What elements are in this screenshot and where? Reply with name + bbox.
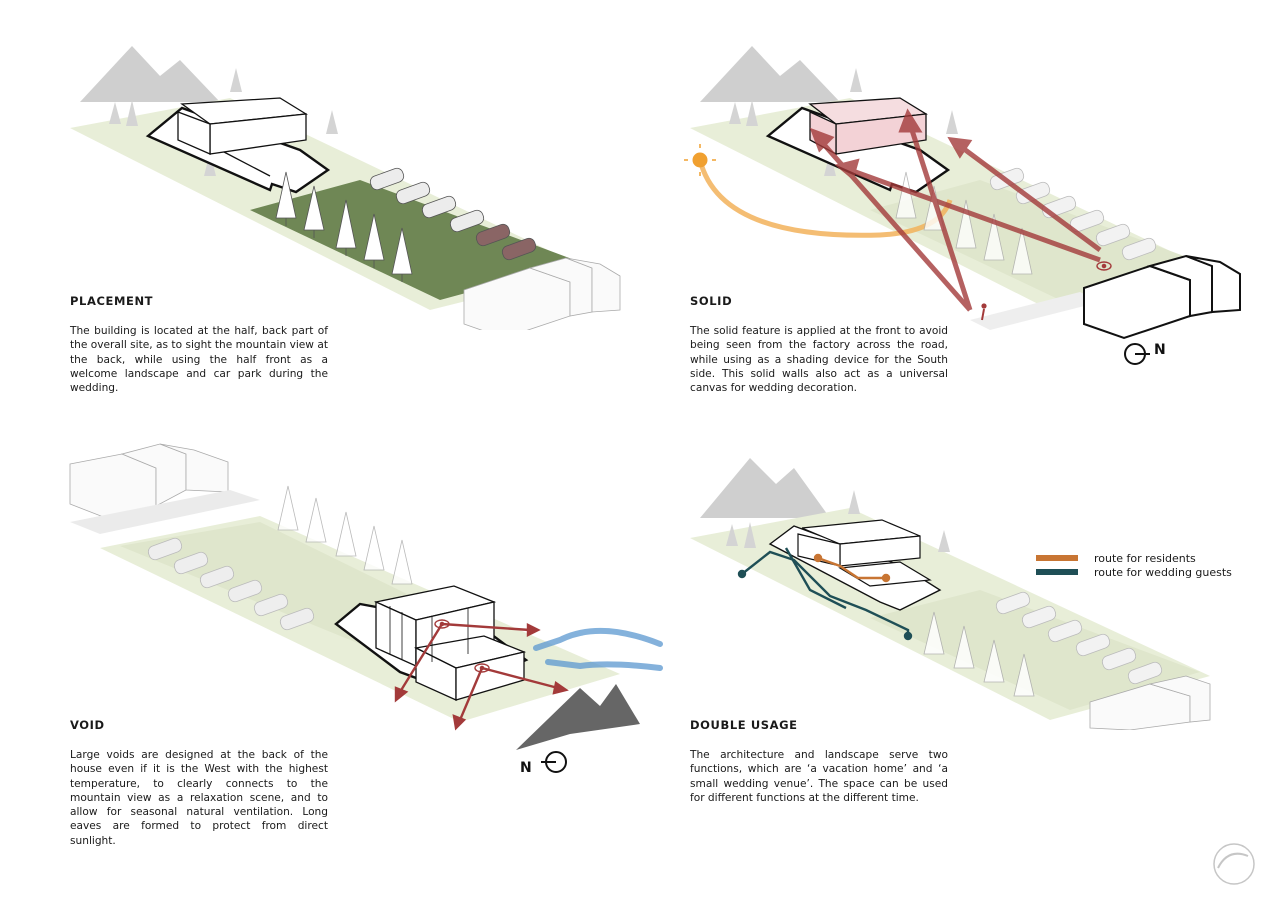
solid-diagram: N	[684, 46, 1241, 365]
void-diagram: N	[69, 443, 663, 776]
double-usage-caption: DOUBLE USAGE The architecture and landsc…	[690, 718, 948, 805]
north-arrow-icon	[1124, 343, 1150, 365]
white-tree-icon	[277, 485, 413, 585]
solid-title: SOLID	[690, 294, 733, 308]
legend-row-residents: route for residents	[1036, 551, 1232, 565]
mountain-shape	[700, 46, 840, 102]
north-label: N	[520, 760, 532, 776]
residents-label: route for residents	[1094, 551, 1196, 565]
lawn-area	[870, 180, 1200, 300]
double-usage-diagram	[690, 458, 1211, 730]
neighbour-buildings	[1089, 675, 1211, 730]
sun-icon	[684, 144, 716, 176]
guest-route	[737, 547, 913, 641]
double-usage-title: DOUBLE USAGE	[690, 718, 798, 732]
solid-body: The solid feature is applied at the fron…	[690, 325, 948, 395]
parked-cars	[147, 537, 315, 631]
road-strip	[970, 292, 1100, 330]
residents-swatch	[1036, 555, 1078, 561]
neighbour-buildings	[463, 257, 621, 330]
wind-arrows	[533, 627, 663, 671]
mountain-shape	[700, 458, 830, 518]
building-block	[334, 585, 529, 702]
legend-row-guests: route for wedding guests	[1036, 565, 1232, 579]
parked-cars	[369, 167, 537, 261]
white-tree-icon	[923, 611, 1035, 697]
route-legend: route for residents route for wedding gu…	[1036, 551, 1232, 579]
neighbour-buildings	[1083, 254, 1241, 340]
placement-caption: PLACEMENT The building is located at the…	[70, 294, 328, 395]
white-tree-icon	[275, 171, 413, 282]
road-strip	[70, 490, 260, 534]
sightline-arrows	[809, 108, 1102, 312]
pine-tree-icon	[726, 490, 950, 552]
north-label: N	[1154, 342, 1166, 358]
building-block	[768, 519, 942, 611]
double-usage-body: The architecture and landscape serve two…	[690, 749, 948, 804]
placement-diagram	[70, 46, 621, 330]
guests-label: route for wedding guests	[1094, 565, 1232, 579]
mountain-shape	[80, 46, 220, 102]
placement-title: PLACEMENT	[70, 294, 154, 308]
view-arrows	[394, 622, 569, 731]
solid-caption: SOLID The solid feature is applied at th…	[690, 294, 948, 395]
void-caption: VOID Large voids are designed at the bac…	[70, 718, 328, 848]
guests-swatch	[1036, 569, 1078, 575]
mountain-shape	[516, 684, 640, 750]
building-block	[145, 97, 331, 194]
lawn-area	[250, 180, 580, 300]
north-arrow-icon	[541, 751, 567, 773]
parked-cars	[995, 591, 1163, 685]
eye-icon	[1096, 261, 1112, 271]
void-body: Large voids are designed at the back of …	[70, 749, 328, 847]
lawn-area	[870, 590, 1200, 710]
placement-body: The building is located at the half, bac…	[70, 325, 328, 395]
void-title: VOID	[70, 718, 105, 732]
person-icon	[981, 303, 987, 321]
watermark-logo-icon	[1213, 843, 1255, 885]
resident-route	[813, 553, 891, 583]
